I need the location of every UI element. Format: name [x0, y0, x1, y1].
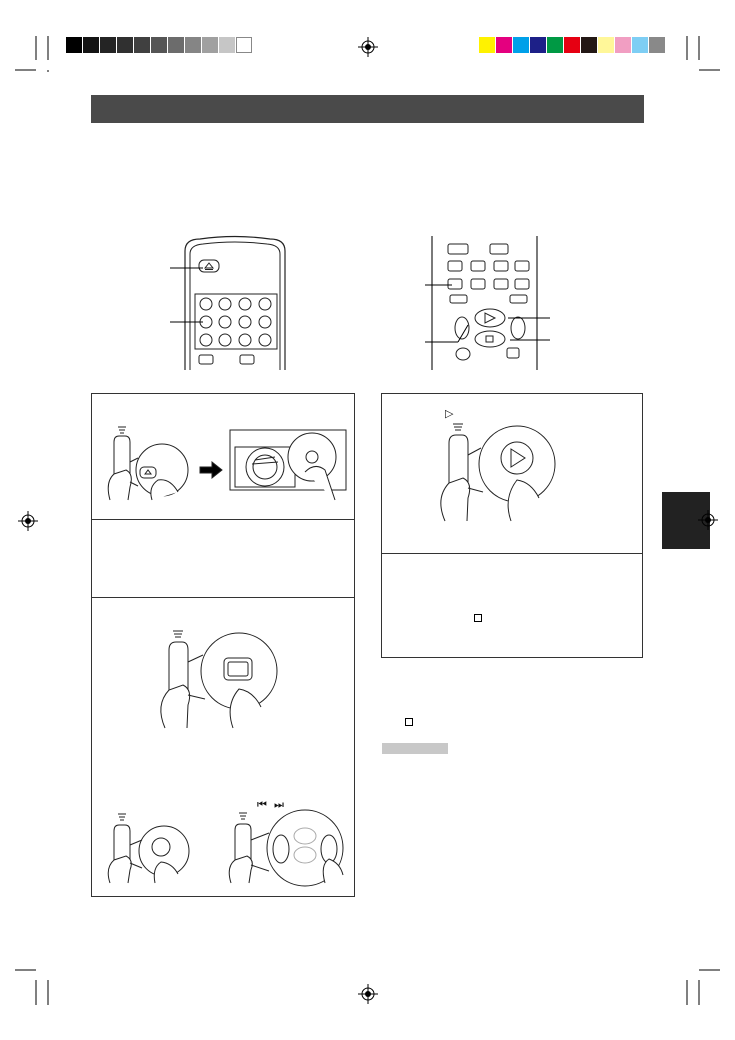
- play-button-icon: [474, 308, 506, 328]
- gray-swatch: [134, 37, 150, 53]
- stop-symbol-icon: [474, 614, 482, 622]
- color-swatch: [615, 37, 631, 53]
- color-swatch: [496, 37, 512, 53]
- gray-swatch: [100, 37, 116, 53]
- gray-swatch: [219, 37, 235, 53]
- registration-mark-icon: [358, 37, 378, 57]
- play-symbol: ▷: [445, 408, 454, 420]
- numeric-keypad-icon: [198, 297, 272, 365]
- stop-symbol-icon: [405, 718, 413, 726]
- color-swatch: [547, 37, 563, 53]
- stop-button-icon: [474, 330, 506, 348]
- gray-swatch: [202, 37, 218, 53]
- gray-swatch: [168, 37, 184, 53]
- skip-buttons-icon: [228, 809, 344, 887]
- gray-swatch: [185, 37, 201, 53]
- color-swatch: [513, 37, 529, 53]
- divider: [92, 597, 354, 598]
- remote-control-icon: [184, 235, 286, 370]
- gray-swatch: [66, 37, 82, 53]
- remote-control-icon: [107, 813, 190, 884]
- skip-buttons-label: ⏮ ⏭: [257, 799, 286, 811]
- cd-tray-icon: [107, 426, 347, 501]
- color-swatch: [632, 37, 648, 53]
- registration-mark-icon: [698, 510, 718, 530]
- section-header-bar: [91, 95, 644, 123]
- color-swatch: [581, 37, 597, 53]
- gray-swatch: [117, 37, 133, 53]
- gray-swatch: [236, 37, 252, 53]
- color-swatch: [598, 37, 614, 53]
- registration-mark-icon: [358, 984, 378, 1004]
- color-swatch: [479, 37, 495, 53]
- divider: [92, 519, 354, 520]
- note-label-bar: [382, 743, 448, 754]
- callout-line: [425, 284, 550, 343]
- color-swatch: [649, 37, 665, 53]
- registration-mark-icon: [18, 511, 38, 531]
- stop-button-icon: [160, 630, 278, 729]
- arrow-right-icon: [199, 460, 223, 480]
- gray-swatch: [151, 37, 167, 53]
- color-swatch: [564, 37, 580, 53]
- color-swatch: [530, 37, 546, 53]
- open-close-button-icon: [198, 259, 220, 273]
- gray-swatch: [83, 37, 99, 53]
- divider: [382, 553, 642, 554]
- remote-control-icon: [431, 236, 538, 370]
- callout-line: [170, 267, 203, 323]
- play-button-icon: [440, 423, 556, 522]
